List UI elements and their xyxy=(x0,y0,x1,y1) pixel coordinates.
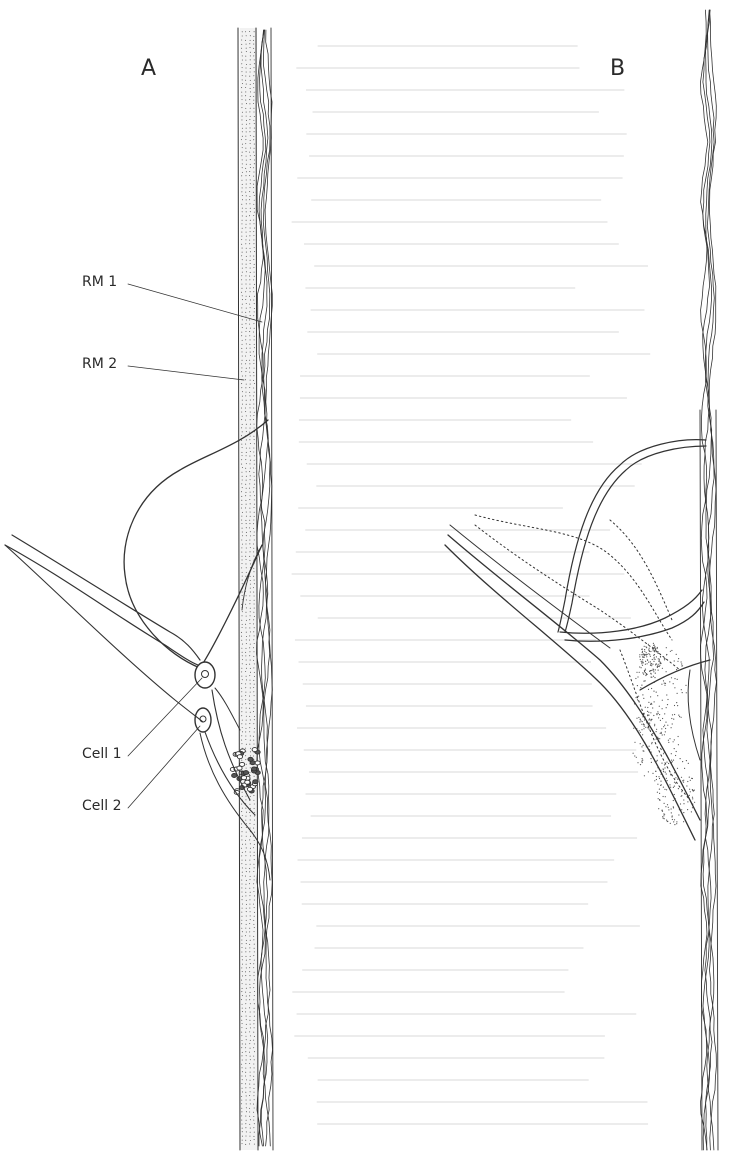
panel-a-drawing xyxy=(5,28,273,1150)
b-bundle-2 xyxy=(445,545,695,840)
bleed-line xyxy=(299,419,571,421)
bleed-line xyxy=(305,287,575,289)
label-rm1: RM 1 xyxy=(82,274,117,290)
bleed-line xyxy=(311,309,645,311)
cluster-cell xyxy=(232,774,237,778)
bleed-line xyxy=(317,1101,648,1103)
bleed-line xyxy=(303,683,592,685)
b-plexus-fibres xyxy=(700,10,716,1150)
cell1-leader xyxy=(128,678,202,756)
fibre-bundle-lower xyxy=(12,535,200,660)
bleed-line xyxy=(305,793,616,795)
bleed-line xyxy=(309,155,624,157)
cluster-cell xyxy=(237,755,242,759)
bleed-line xyxy=(296,67,579,69)
rm2-outer-border xyxy=(238,28,240,1150)
bleed-line xyxy=(316,485,634,487)
bleed-line xyxy=(306,89,624,91)
bleed-line xyxy=(297,177,622,179)
bleed-line xyxy=(318,1079,589,1081)
nerve-outer-border xyxy=(271,28,273,1150)
fibre-bundle-upper xyxy=(5,545,198,665)
bleed-line xyxy=(308,1057,605,1059)
panel-b-drawing xyxy=(445,10,718,1150)
cluster-cell xyxy=(237,766,242,770)
bleed-line xyxy=(300,375,590,377)
bleed-line xyxy=(292,221,608,223)
cluster-cell xyxy=(253,780,258,784)
bleed-line xyxy=(299,661,591,663)
panel-label-b: B xyxy=(610,56,625,81)
b-bundle-3 xyxy=(450,525,610,648)
cluster-cell xyxy=(252,767,257,771)
bleed-line xyxy=(301,881,608,883)
b-loop-inner xyxy=(565,446,706,632)
bleed-line xyxy=(296,551,590,553)
bleed-line xyxy=(317,1123,648,1125)
bleed-line xyxy=(316,925,640,927)
bleed-line xyxy=(294,1035,605,1037)
bleed-line xyxy=(302,903,588,905)
plexus-fibre xyxy=(261,30,268,1146)
b-plexus-fibre xyxy=(700,10,707,1150)
cell2-leader xyxy=(128,726,200,808)
bleed-line xyxy=(311,815,611,817)
bleed-line xyxy=(297,1013,637,1015)
bleed-line xyxy=(299,441,593,443)
label-cell1: Cell 1 xyxy=(82,746,122,762)
nerve-plexus-fibres xyxy=(257,30,273,1146)
bleed-line xyxy=(298,507,563,509)
bleed-line xyxy=(314,265,648,267)
bleed-line xyxy=(302,837,637,839)
bleed-line xyxy=(315,947,584,949)
cluster-cell xyxy=(248,757,253,761)
cell-1-body xyxy=(195,662,215,688)
rm2-leader xyxy=(128,366,244,380)
bleed-line xyxy=(306,133,626,135)
b-band-left xyxy=(700,410,702,1150)
muscle-band-stipple xyxy=(240,28,257,1150)
bleed-line xyxy=(297,727,606,729)
bleed-line xyxy=(300,397,627,399)
bleed-line xyxy=(304,243,619,245)
bleed-line xyxy=(307,463,642,465)
bleed-line xyxy=(309,771,638,773)
bleed-line xyxy=(311,199,601,201)
cluster-cell xyxy=(245,780,250,784)
bleed-line xyxy=(304,749,637,751)
panel-label-a: A xyxy=(141,56,156,81)
bleed-line xyxy=(306,705,593,707)
bleed-line xyxy=(300,595,589,597)
cluster-cell xyxy=(243,771,248,775)
cluster-cell xyxy=(247,787,252,791)
bleed-through-text xyxy=(292,45,651,1125)
bleed-line xyxy=(292,991,564,993)
bleed-line xyxy=(318,617,631,619)
cluster-cell xyxy=(252,748,257,752)
b-stipple-cells xyxy=(633,643,696,825)
bleed-line xyxy=(292,573,625,575)
bleed-line xyxy=(307,331,619,333)
cluster-cell xyxy=(241,776,246,780)
bleed-line xyxy=(302,969,568,971)
label-rm2: RM 2 xyxy=(82,356,117,372)
label-cell2: Cell 2 xyxy=(82,798,122,814)
b-band-right xyxy=(716,410,718,1150)
bleed-line xyxy=(298,859,615,861)
bleed-line xyxy=(318,45,578,47)
cluster-cell xyxy=(255,761,260,765)
bleed-line xyxy=(317,353,650,355)
bleed-line xyxy=(313,111,599,113)
b-loop-outer xyxy=(558,440,706,632)
